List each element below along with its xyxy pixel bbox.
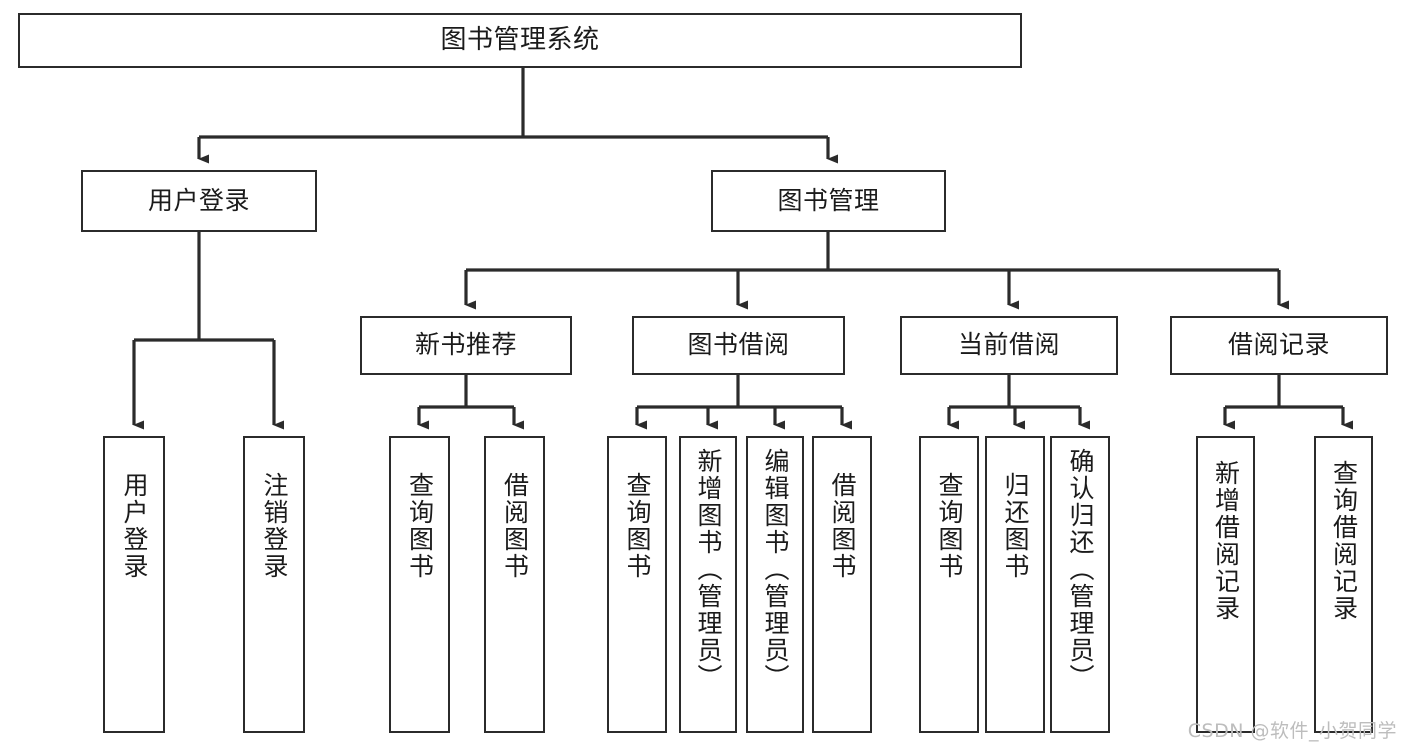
node-leaf-edit-book[interactable]: 编辑图书（管理员） bbox=[746, 436, 804, 733]
node-leaf-user-login-label: 用户登录 bbox=[120, 472, 149, 580]
node-current-borrow-label: 当前借阅 bbox=[957, 330, 1060, 360]
node-leaf-add-record-label: 新增借阅记录 bbox=[1211, 460, 1241, 622]
node-borrow-record[interactable]: 借阅记录 bbox=[1170, 316, 1388, 375]
node-borrow-record-label: 借阅记录 bbox=[1227, 330, 1330, 360]
node-book-manage[interactable]: 图书管理 bbox=[711, 170, 946, 232]
node-leaf-edit-book-label: 编辑图书（管理员） bbox=[761, 448, 790, 691]
node-new-book-rec-label: 新书推荐 bbox=[414, 330, 517, 360]
watermark-text: CSDN @软件_小贺同学 bbox=[1187, 720, 1397, 742]
node-leaf-logout-label: 注销登录 bbox=[260, 472, 289, 580]
node-leaf-confirm-return-label: 确认归还（管理员） bbox=[1066, 448, 1095, 691]
node-leaf-borrow-book-1-label: 借阅图书 bbox=[500, 472, 530, 580]
node-root-label: 图书管理系统 bbox=[440, 24, 600, 55]
node-leaf-borrow-book-2[interactable]: 借阅图书 bbox=[812, 436, 872, 733]
node-leaf-query-book-3-label: 查询图书 bbox=[935, 472, 964, 580]
node-leaf-borrow-book-1[interactable]: 借阅图书 bbox=[484, 436, 545, 733]
node-leaf-query-book-2[interactable]: 查询图书 bbox=[607, 436, 667, 733]
node-book-manage-label: 图书管理 bbox=[777, 185, 880, 215]
node-leaf-add-record[interactable]: 新增借阅记录 bbox=[1196, 436, 1255, 733]
node-root[interactable]: 图书管理系统 bbox=[18, 13, 1022, 68]
node-book-borrow[interactable]: 图书借阅 bbox=[632, 316, 845, 375]
node-leaf-query-book-1[interactable]: 查询图书 bbox=[389, 436, 450, 733]
node-leaf-borrow-book-2-label: 借阅图书 bbox=[828, 472, 857, 580]
node-leaf-query-record-label: 查询借阅记录 bbox=[1329, 460, 1359, 622]
node-leaf-query-book-3[interactable]: 查询图书 bbox=[919, 436, 979, 733]
node-leaf-user-login[interactable]: 用户登录 bbox=[103, 436, 165, 733]
node-user-login[interactable]: 用户登录 bbox=[81, 170, 317, 232]
node-leaf-add-book-label: 新增图书（管理员） bbox=[694, 448, 723, 691]
node-leaf-return-book-label: 归还图书 bbox=[1001, 472, 1030, 580]
node-book-borrow-label: 图书借阅 bbox=[687, 330, 790, 360]
node-leaf-query-book-2-label: 查询图书 bbox=[623, 472, 652, 580]
node-leaf-logout[interactable]: 注销登录 bbox=[243, 436, 305, 733]
node-leaf-query-book-1-label: 查询图书 bbox=[405, 472, 435, 580]
node-leaf-confirm-return[interactable]: 确认归还（管理员） bbox=[1050, 436, 1110, 733]
node-leaf-add-book[interactable]: 新增图书（管理员） bbox=[679, 436, 737, 733]
node-current-borrow[interactable]: 当前借阅 bbox=[900, 316, 1118, 375]
node-leaf-return-book[interactable]: 归还图书 bbox=[985, 436, 1045, 733]
node-new-book-rec[interactable]: 新书推荐 bbox=[360, 316, 572, 375]
node-user-login-label: 用户登录 bbox=[147, 185, 250, 215]
node-leaf-query-record[interactable]: 查询借阅记录 bbox=[1314, 436, 1373, 733]
